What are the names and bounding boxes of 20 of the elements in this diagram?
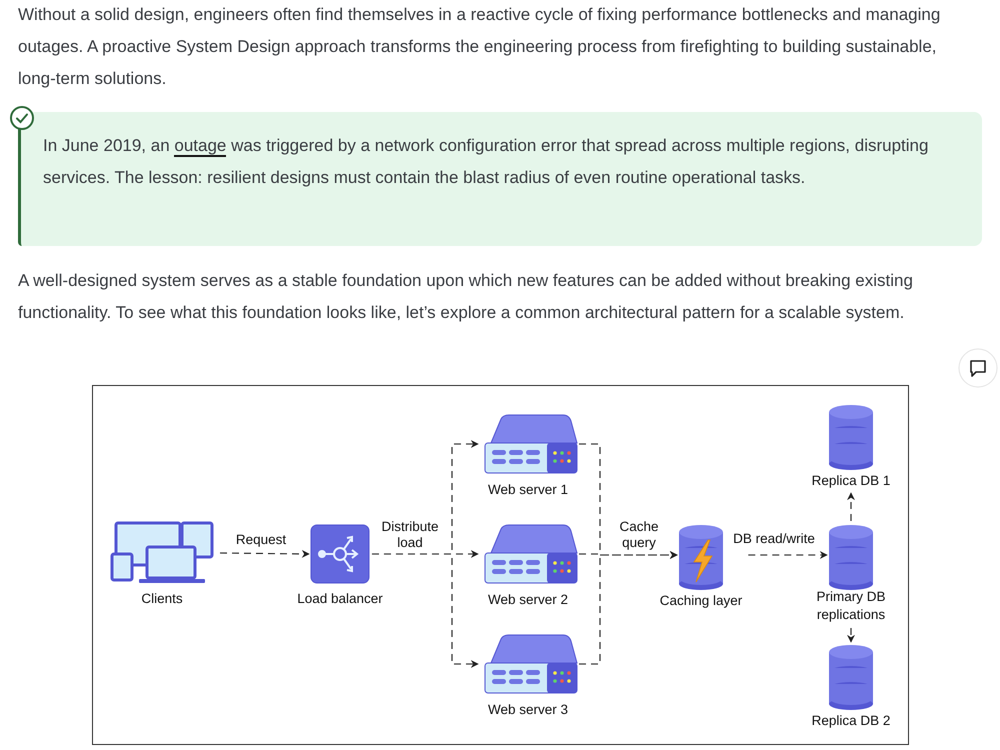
paragraph: Without a solid design, engineers often find themselves in a reactive cycle of fixing performance bottlenecks and managing outages. A proactive System Design approach transforms the engineering process from firefighting to building sustainable, long-term solutions. <box>18 4 942 90</box>
arrow <box>579 551 678 665</box>
node-label: Replica DB 2 <box>812 712 890 730</box>
arrow <box>220 550 310 558</box>
node-label: Clients <box>141 590 183 608</box>
paragraph: A well-designed system serves as a stable foundation upon which new features can be added without breaking existing functionality. To see what this foundation looks like, let’s explore a common architectural pattern for a scalable system. <box>18 270 914 324</box>
node-label: Replica DB 1 <box>812 472 890 490</box>
arrow <box>847 492 855 521</box>
edge-label: Request <box>234 532 288 548</box>
node-label: Caching layer <box>660 592 742 610</box>
arrow <box>748 551 828 559</box>
arrow <box>372 553 479 668</box>
node-label: Load balancer <box>297 590 383 608</box>
node-label: Web server 1 <box>488 481 568 499</box>
link: outage <box>174 136 226 157</box>
node-label: Primary DB replications <box>815 588 886 624</box>
arrow <box>847 628 855 643</box>
node-label: Web server 3 <box>488 701 568 719</box>
callout-text: In June 2019, an outage was triggered by a network configuration error that spread across multiple regions, disrupting services. The lesson: resilient designs must contain the blast radius of even routine operational tasks. <box>43 135 930 189</box>
node-label: Web server 2 <box>488 591 568 609</box>
